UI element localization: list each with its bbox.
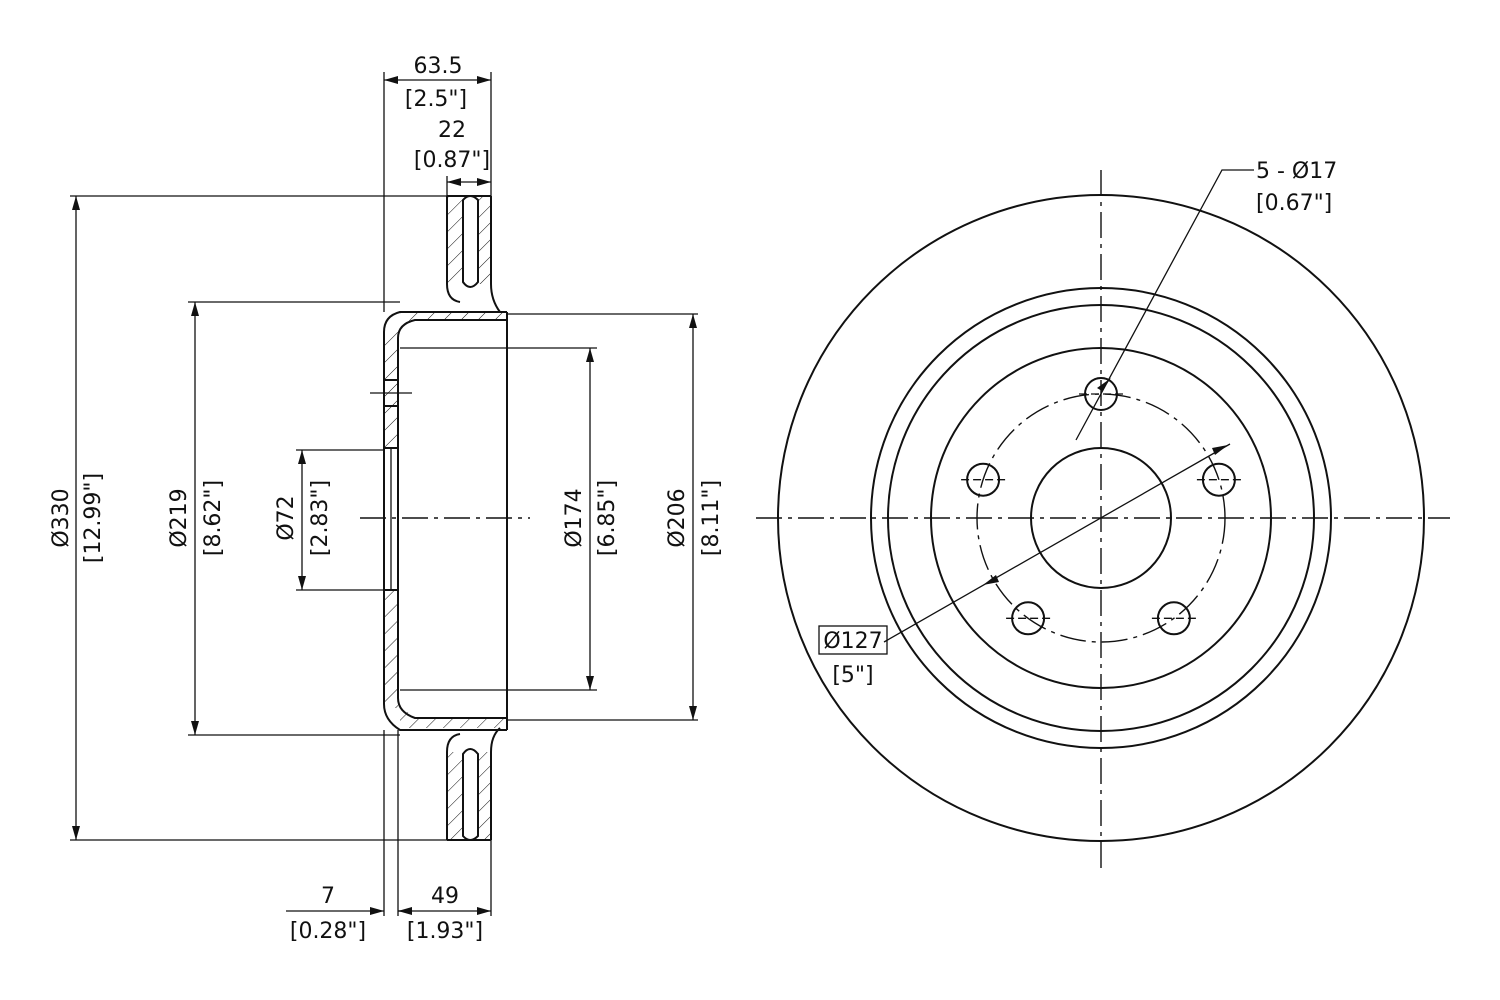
hat-inner-diameter-mm: Ø174: [562, 488, 587, 547]
hat-depth-mm: 49: [431, 884, 459, 909]
hat-outer-diameter-mm: Ø219: [167, 488, 192, 547]
hat-outer-diameter-inch: [8.62"]: [201, 480, 226, 556]
hub-height-mm: 63.5: [414, 54, 463, 79]
bolt-circle-label-box: [818, 625, 888, 655]
dimension-lines: [72, 76, 697, 915]
rotor-outer-edge: [777, 194, 1425, 842]
hub-height-inch: [2.5"]: [405, 87, 467, 112]
bolt-holes-inch: [0.67"]: [1256, 191, 1332, 216]
outer-diameter-inch: [12.99"]: [81, 473, 106, 563]
inner-friction-diameter-mm: Ø206: [665, 488, 690, 547]
outer-diameter-mm: Ø330: [49, 488, 74, 547]
bolt-circle-mm: Ø127: [823, 629, 882, 654]
hat-offset-mm: 7: [321, 884, 335, 909]
rotor-thickness-mm: 22: [438, 118, 466, 143]
friction-inner-edge: [870, 287, 1332, 749]
bolt-holes: [961, 377, 1241, 636]
rotor-thickness-inch: [0.87"]: [414, 148, 490, 173]
hat-inner-edge: [930, 347, 1272, 689]
bolt-circle: [976, 393, 1226, 643]
hat-outer-edge: [887, 304, 1315, 732]
section-dimension-labels: 63.5 [2.5"] 22 [0.87"] Ø330 [12.99"] Ø21…: [49, 54, 724, 944]
bolt-circle-inch: [5"]: [832, 663, 873, 688]
bolt-hole-leader: [1075, 169, 1254, 441]
hat-inner-diameter-inch: [6.85"]: [595, 480, 620, 556]
center-bore-mm: Ø72: [274, 495, 299, 540]
center-bore-inch: [2.83"]: [308, 480, 333, 556]
center-bore-circle: [1030, 447, 1172, 589]
hat-depth-inch: [1.93"]: [407, 919, 483, 944]
extension-lines: [70, 72, 698, 916]
bolt-circle-leader: [883, 443, 1231, 643]
inner-friction-diameter-inch: [8.11"]: [699, 480, 724, 556]
hat-offset-inch: [0.28"]: [290, 919, 366, 944]
section-view: 63.5 [2.5"] 22 [0.87"] Ø330 [12.99"] Ø21…: [49, 54, 724, 944]
bolt-holes-mm: 5 - Ø17: [1256, 159, 1337, 184]
front-view: 5 - Ø17 [0.67"] Ø127 [5"]: [756, 159, 1450, 870]
section-hatching: [384, 196, 507, 840]
